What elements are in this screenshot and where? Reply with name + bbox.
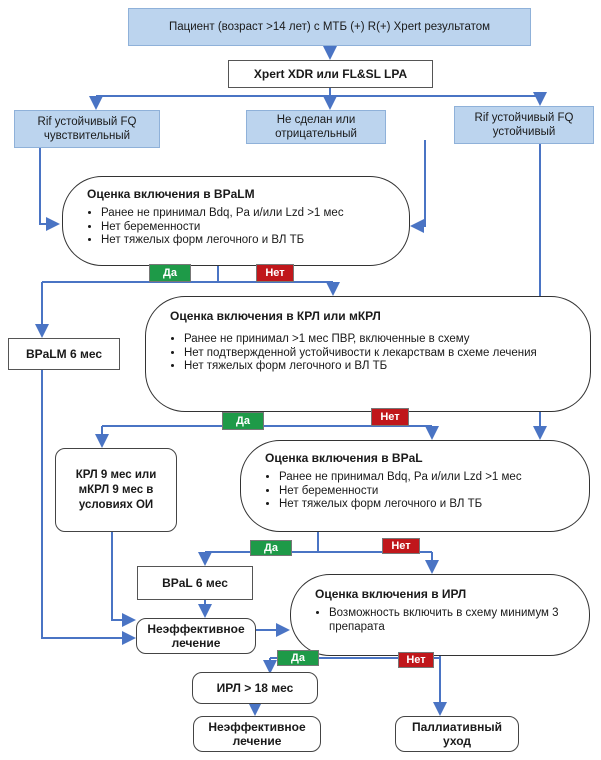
irl-18-text: ИРЛ > 18 мес (216, 681, 294, 695)
krl-9-box: КРЛ 9 мес или мКРЛ 9 мес в условиях ОИ (55, 448, 177, 532)
rif-sensitive-text: Rif устойчивый FQ чувствительный (37, 116, 137, 142)
palliative-text: Паллиативный уход (411, 720, 503, 748)
irl-18-box: ИРЛ > 18 мес (192, 672, 318, 704)
rif-sensitive-box: Rif устойчивый FQ чувствительный (14, 110, 160, 148)
bpal-assessment-title: Оценка включения в BPaL (265, 451, 423, 465)
irl-assessment: Оценка включения в ИРЛ Возможность включ… (290, 574, 590, 656)
bpalm-assessment: Оценка включения в BPaLM Ранее не приним… (62, 176, 410, 266)
yes-tag: Да (250, 540, 292, 556)
krl-assessment: Оценка включения в КРЛ или мКРЛ Ранее не… (145, 296, 591, 412)
no-tag: Нет (382, 538, 420, 554)
not-done-text: Не сделан или отрицательный (275, 114, 357, 140)
bpal-criterion: Нет тяжелых форм легочного и ВЛ ТБ (279, 498, 571, 512)
not-done-box: Не сделан или отрицательный (246, 110, 386, 144)
krl-assessment-title: Оценка включения в КРЛ или мКРЛ (170, 309, 381, 323)
bpalm-6-box: BPaLM 6 мес (8, 338, 120, 370)
bpalm-criterion: Нет беременности (101, 221, 391, 235)
ineffective-box-2: Неэффективное лечение (193, 716, 321, 752)
patient-text: Пациент (возраст >14 лет) с МТБ (+) R(+)… (168, 21, 491, 33)
bpal-criterion: Ранее не принимал Bdq, Pa и/или Lzd >1 м… (279, 471, 571, 485)
patient-box: Пациент (возраст >14 лет) с МТБ (+) R(+)… (128, 8, 531, 46)
no-tag: Нет (371, 408, 409, 426)
irl-criterion: Возможность включить в схему минимум 3 п… (329, 607, 571, 634)
no-tag: Нет (398, 652, 434, 668)
yes-tag: Да (277, 650, 319, 666)
bpal-assessment: Оценка включения в BPaL Ранее не принима… (240, 440, 590, 532)
bpalm-6-text: BPaLM 6 мес (25, 347, 103, 361)
bpal-6-text: BPaL 6 мес (162, 576, 228, 590)
krl-9-text: КРЛ 9 мес или мКРЛ 9 мес в условиях ОИ (75, 468, 157, 511)
bpalm-assessment-title: Оценка включения в BPaLM (87, 187, 255, 201)
ineffective-box: Неэффективное лечение (136, 618, 256, 654)
bpal-criterion: Нет беременности (279, 485, 571, 499)
palliative-box: Паллиативный уход (395, 716, 519, 752)
ineffective-text: Неэффективное лечение (147, 622, 245, 650)
ineffective-text-2: Неэффективное лечение (208, 720, 306, 748)
bpalm-criterion: Нет тяжелых форм легочного и ВЛ ТБ (101, 234, 391, 248)
krl-criterion: Нет тяжелых форм легочного и ВЛ ТБ (184, 360, 570, 374)
yes-tag: Да (222, 412, 264, 430)
krl-criterion: Нет подтвержденной устойчивости к лекарс… (184, 347, 570, 361)
no-tag: Нет (256, 264, 294, 282)
rif-resistant-text: Rif устойчивый FQ устойчивый (474, 112, 574, 138)
irl-assessment-title: Оценка включения в ИРЛ (315, 587, 467, 601)
bpal-6-box: BPaL 6 мес (137, 566, 253, 600)
xpert-text: Xpert XDR или FL&SL LPA (253, 67, 408, 81)
yes-tag: Да (149, 264, 191, 282)
rif-resistant-box: Rif устойчивый FQ устойчивый (454, 106, 594, 144)
krl-criterion: Ранее не принимал >1 мес ПВР, включенные… (184, 333, 570, 347)
xpert-box: Xpert XDR или FL&SL LPA (228, 60, 433, 88)
bpalm-criterion: Ранее не принимал Bdq, Pa и/или Lzd >1 м… (101, 207, 391, 221)
